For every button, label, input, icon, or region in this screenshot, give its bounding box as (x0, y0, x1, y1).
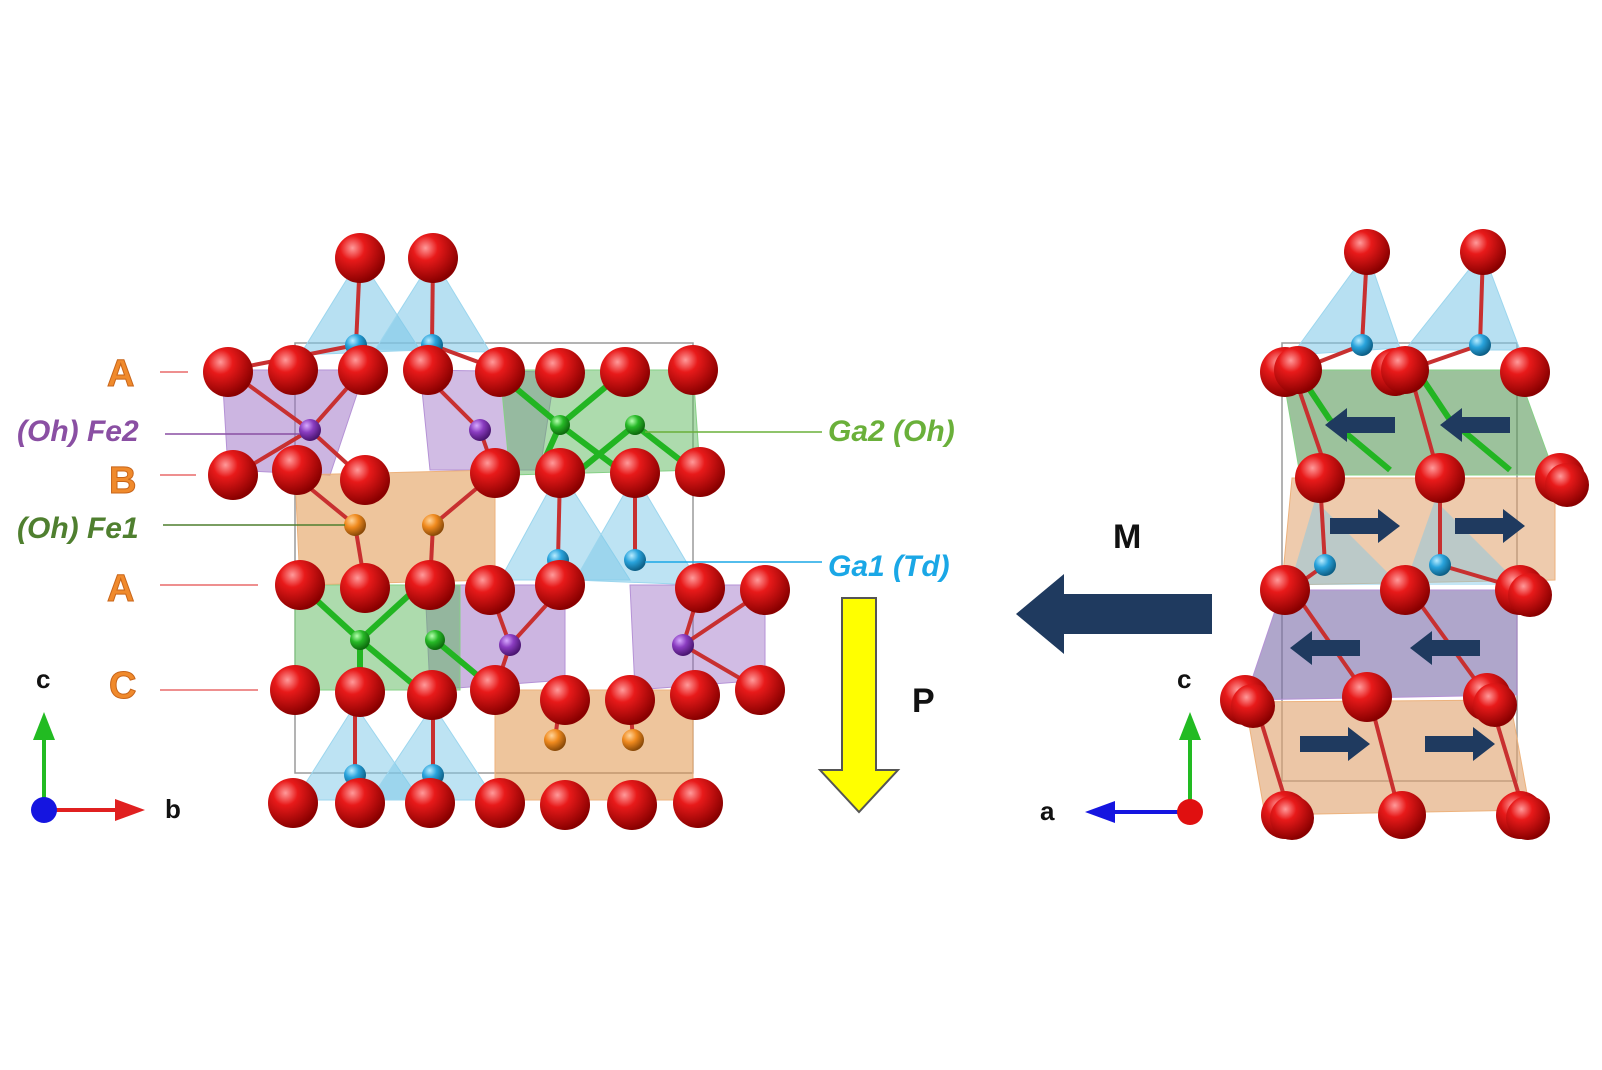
site-labels: (Oh) Fe2 (Oh) Fe1 Ga2 (Oh) Ga1 (Td) (17, 415, 955, 583)
spin-arrow-left (1325, 408, 1395, 442)
magnetization-label: M (1113, 518, 1141, 556)
spin-arrow-left (1290, 631, 1360, 665)
polarization-label: P (912, 682, 935, 720)
fe2-atom (469, 419, 491, 441)
axis-triad-right: c a (1040, 664, 1203, 826)
unit-cell-outline-left (294, 342, 694, 774)
ga2-atom (350, 630, 370, 650)
left-structure (203, 233, 790, 830)
fe1-atom (544, 729, 566, 751)
ga2-atom (550, 415, 570, 435)
a-axis-arrowhead-right (1085, 801, 1115, 823)
layer-label-a2: A (107, 568, 134, 610)
fe1-atom (622, 729, 644, 751)
spin-arrow-right (1455, 509, 1525, 543)
layer-label-a1: A (107, 353, 134, 395)
ga1-atom-right (1469, 334, 1491, 356)
b-axis-arrowhead (115, 799, 145, 821)
polarization-arrow-shape (817, 597, 901, 814)
layer-label-b: B (109, 460, 136, 502)
site-label-fe1: (Oh) Fe1 (17, 512, 139, 545)
axis-label-c-right: c (1177, 664, 1191, 694)
site-label-ga1: Ga1 (Td) (828, 550, 950, 583)
magnetization-arrow: M (1016, 518, 1212, 654)
axis-label-c-left: c (36, 664, 50, 694)
oxygen-atoms-right (1220, 229, 1589, 840)
a-axis-dot (31, 797, 57, 823)
fe1-atom (344, 514, 366, 536)
ga1-atom (624, 549, 646, 571)
ga1-atom-right (1429, 554, 1451, 576)
layer-label-c: C (109, 665, 136, 707)
spin-arrow-right (1330, 509, 1400, 543)
site-label-ga2: Ga2 (Oh) (828, 415, 955, 448)
tetrahedron-mid-2 (574, 474, 701, 586)
fe2-atom (499, 634, 521, 656)
b-axis-dot-right (1177, 799, 1203, 825)
fe2-atom (299, 419, 321, 441)
tetrahedron-right-2 (1403, 250, 1521, 351)
spin-arrow-left (1440, 408, 1510, 442)
magnetization-arrow-shape (1016, 574, 1212, 654)
c-axis-arrowhead (33, 712, 55, 740)
right-structure (1220, 229, 1589, 840)
axis-triad-left: c b (31, 664, 181, 824)
ga2-atom (425, 630, 445, 650)
oxygen-atoms-left (203, 233, 790, 830)
spin-arrow-left (1410, 631, 1480, 665)
spin-arrow-right (1425, 727, 1495, 761)
layer-labels: A B A C (107, 353, 258, 708)
spin-arrows (1290, 408, 1525, 761)
spin-arrow-right (1300, 727, 1370, 761)
axis-label-b-left: b (165, 794, 181, 824)
c-axis-arrowhead-right (1179, 712, 1201, 740)
site-label-fe2: (Oh) Fe2 (17, 415, 139, 448)
fe1-layer-right (1281, 477, 1556, 586)
fe1-atom (422, 514, 444, 536)
ga1-atom-right (1351, 334, 1373, 356)
fe2-atom (672, 634, 694, 656)
polarization-arrow: P (817, 597, 935, 814)
ga1-atom-right (1314, 554, 1336, 576)
octahedron-fe1-2 (494, 689, 694, 801)
ga2-atom (625, 415, 645, 435)
axis-label-a-right: a (1040, 796, 1055, 826)
octahedron-fe1-1 (294, 469, 496, 586)
octahedron-ga2-1 (499, 369, 701, 476)
